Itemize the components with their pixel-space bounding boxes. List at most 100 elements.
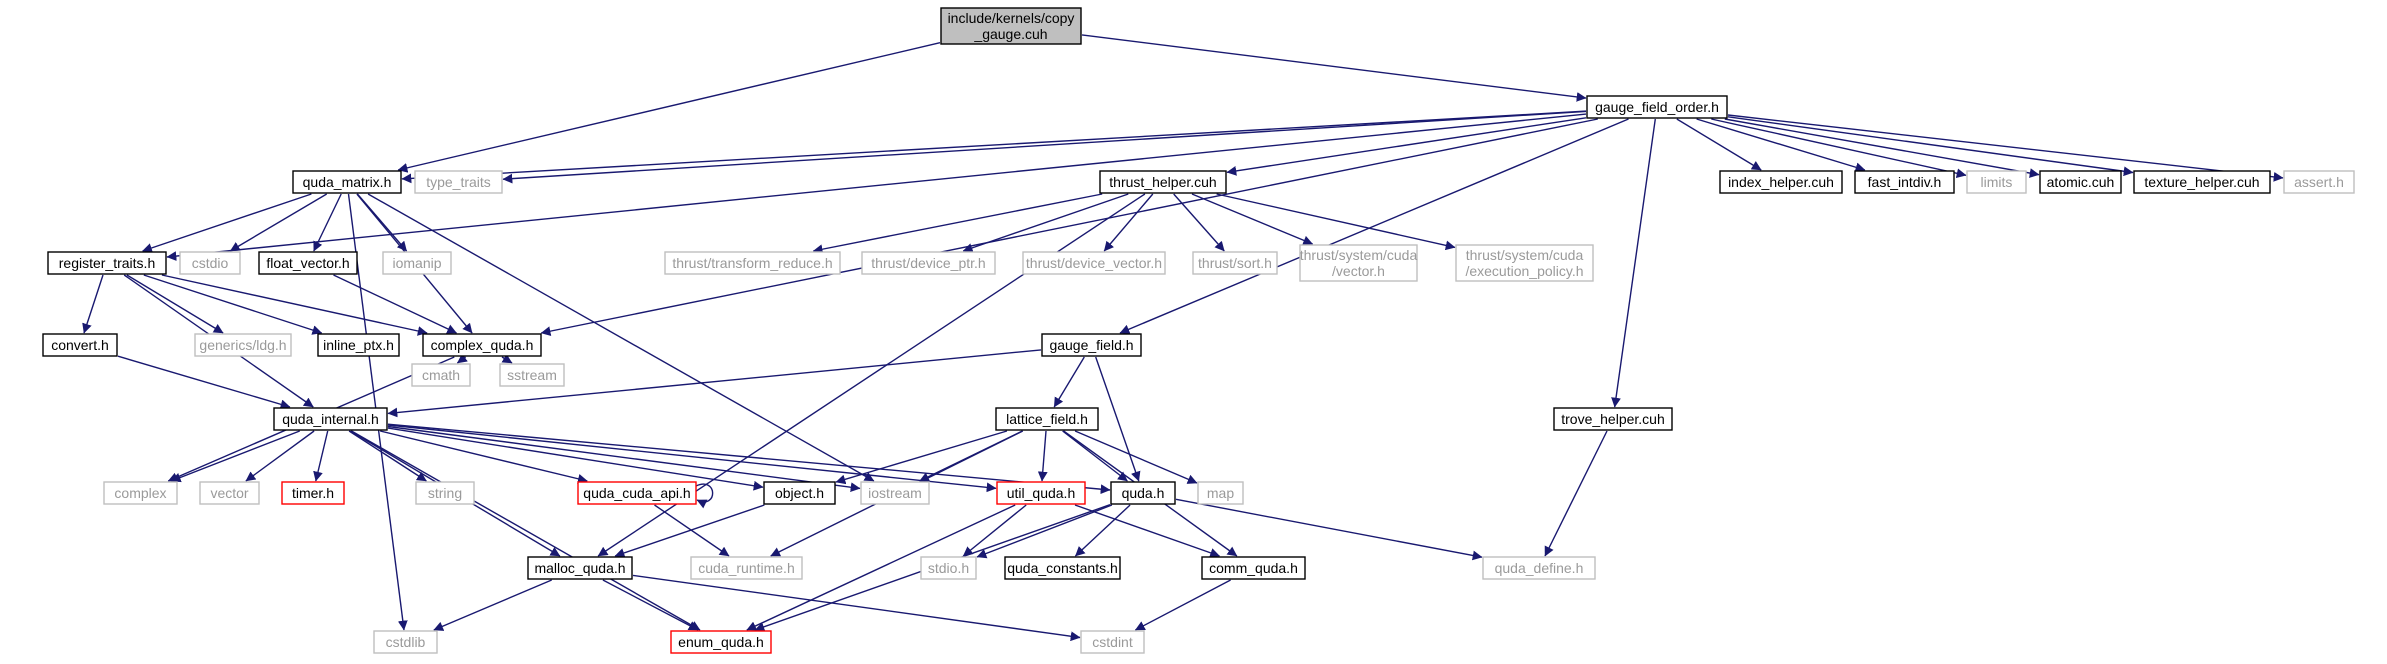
node-vector[interactable]: vector xyxy=(199,481,260,505)
node-cstdio[interactable]: cstdio xyxy=(179,251,241,275)
node-box xyxy=(317,333,400,357)
edge-gauge_field_order-to-gauge_field xyxy=(1119,118,1629,334)
node-type-traits[interactable]: type_traits xyxy=(414,170,503,194)
node-complex-quda[interactable]: complex_quda.h xyxy=(422,333,542,357)
edge-gauge_field_order-to-assert xyxy=(1727,114,2284,182)
node-trove-helper[interactable]: trove_helper.cuh xyxy=(1553,407,1673,431)
node-label: thrust/system/cuda xyxy=(1466,247,1584,263)
node-box xyxy=(415,481,475,505)
node-box xyxy=(1004,556,1121,580)
node-quda-matrix[interactable]: quda_matrix.h xyxy=(292,170,402,194)
edge-quda-to-quda_define xyxy=(1175,498,1483,561)
node-label: generics/ldg.h xyxy=(199,337,286,353)
node-box xyxy=(414,170,503,194)
node-box xyxy=(1197,481,1244,505)
node-box xyxy=(1041,333,1142,357)
node-fast-intdiv[interactable]: fast_intdiv.h xyxy=(1854,170,1955,194)
node-quda-constants[interactable]: quda_constants.h xyxy=(1004,556,1121,580)
node-limits[interactable]: limits xyxy=(1966,170,2027,194)
node-root[interactable]: include/kernels/copy_gauge.cuh xyxy=(940,7,1082,45)
node-texture-helper[interactable]: texture_helper.cuh xyxy=(2133,170,2271,194)
node-box xyxy=(258,251,358,275)
node-index-helper[interactable]: index_helper.cuh xyxy=(1719,170,1843,194)
edge-quda_internal-to-quda_cuda_api xyxy=(380,430,588,484)
edge-quda_internal-to-enum_quda xyxy=(351,430,701,631)
node-box xyxy=(103,481,178,505)
node-label: thrust_helper.cuh xyxy=(1109,174,1216,190)
node-box xyxy=(527,556,633,580)
node-label: quda_internal.h xyxy=(282,411,379,427)
node-atomic[interactable]: atomic.cuh xyxy=(2039,170,2122,194)
node-quda-internal[interactable]: quda_internal.h xyxy=(273,407,388,431)
node-object[interactable]: object.h xyxy=(763,481,836,505)
node-timer[interactable]: timer.h xyxy=(281,481,345,505)
node-cuda-vector[interactable]: thrust/system/cuda/vector.h xyxy=(1299,244,1418,282)
node-malloc-quda[interactable]: malloc_quda.h xyxy=(527,556,633,580)
node-stdio[interactable]: stdio.h xyxy=(920,556,977,580)
node-device-vector[interactable]: thrust/device_vector.h xyxy=(1022,251,1166,275)
edge-lattice_field-to-quda xyxy=(1062,430,1128,482)
node-cstdint[interactable]: cstdint xyxy=(1080,630,1145,654)
node-cstdlib[interactable]: cstdlib xyxy=(373,630,438,654)
edge-gauge_field_order-to-complex_quda xyxy=(540,118,1598,336)
node-box xyxy=(1299,244,1418,282)
node-map[interactable]: map xyxy=(1197,481,1244,505)
node-box xyxy=(194,333,292,357)
edge-gauge_field_order-to-index_helper xyxy=(1676,118,1762,171)
node-gauge-field[interactable]: gauge_field.h xyxy=(1041,333,1142,357)
node-device-ptr[interactable]: thrust/device_ptr.h xyxy=(861,251,996,275)
edge-comm_quda-to-cstdint xyxy=(1134,579,1231,631)
node-iostream[interactable]: iostream xyxy=(860,481,930,505)
node-iomanip[interactable]: iomanip xyxy=(382,251,452,275)
node-gauge-field-order[interactable]: gauge_field_order.h xyxy=(1586,95,1728,119)
node-register-traits[interactable]: register_traits.h xyxy=(47,251,167,275)
node-util-quda[interactable]: util_quda.h xyxy=(996,481,1086,505)
edge-thrust_helper-to-transform_reduce xyxy=(812,193,1103,255)
node-enum-quda[interactable]: enum_quda.h xyxy=(670,630,772,654)
node-complex[interactable]: complex xyxy=(103,481,178,505)
node-quda[interactable]: quda.h xyxy=(1110,481,1176,505)
edge-quda_matrix-to-register_traits xyxy=(142,193,312,253)
edge-util_quda-to-enum_quda xyxy=(746,504,1016,631)
node-box xyxy=(1553,407,1673,431)
node-thrust-sort[interactable]: thrust/sort.h xyxy=(1192,251,1278,275)
node-quda-cuda-api[interactable]: quda_cuda_api.h xyxy=(577,481,697,505)
edge-gauge_field_order-to-quda_matrix xyxy=(401,110,1587,184)
node-string[interactable]: string xyxy=(415,481,475,505)
edge-gauge_field-to-lattice_field xyxy=(1053,356,1085,408)
node-thrust-helper[interactable]: thrust_helper.cuh xyxy=(1099,170,1227,194)
node-quda-define[interactable]: quda_define.h xyxy=(1482,556,1596,580)
edge-thrust_helper-to-cuda_vector xyxy=(1191,193,1314,245)
node-cmath[interactable]: cmath xyxy=(411,363,471,387)
node-label: /vector.h xyxy=(1332,263,1385,279)
node-label: trove_helper.cuh xyxy=(1561,411,1665,427)
node-cuda-runtime[interactable]: cuda_runtime.h xyxy=(690,556,803,580)
edge-gauge_field_order-to-limits xyxy=(1711,118,1967,179)
edge-gauge_field_order-to-trove_helper xyxy=(1611,118,1656,408)
edge-util_quda-to-stdio xyxy=(962,504,1027,557)
edge-malloc_quda-to-cstdlib xyxy=(433,579,552,631)
node-float-vector[interactable]: float_vector.h xyxy=(258,251,358,275)
node-inline-ptx[interactable]: inline_ptx.h xyxy=(317,333,400,357)
node-convert[interactable]: convert.h xyxy=(42,333,118,357)
node-label: register_traits.h xyxy=(59,255,155,271)
node-transform-reduce[interactable]: thrust/transform_reduce.h xyxy=(664,251,841,275)
node-label: complex xyxy=(114,485,166,501)
edge-malloc_quda-to-enum_quda xyxy=(602,579,699,631)
node-box xyxy=(179,251,241,275)
node-label: lattice_field.h xyxy=(1006,411,1088,427)
node-box xyxy=(577,481,697,505)
node-box xyxy=(861,251,996,275)
node-box xyxy=(1966,170,2027,194)
node-box xyxy=(920,556,977,580)
node-lattice-field[interactable]: lattice_field.h xyxy=(995,407,1099,431)
edge-gauge_field_order-to-fast_intdiv xyxy=(1696,118,1866,172)
node-box xyxy=(281,481,345,505)
node-assert[interactable]: assert.h xyxy=(2283,170,2355,194)
node-comm-quda[interactable]: comm_quda.h xyxy=(1201,556,1306,580)
node-cuda-exec[interactable]: thrust/system/cuda/execution_policy.h xyxy=(1455,244,1594,282)
node-box xyxy=(422,333,542,357)
edge-complex_quda-to-cmath xyxy=(456,353,468,364)
node-sstream[interactable]: sstream xyxy=(499,363,565,387)
node-generics-ldg[interactable]: generics/ldg.h xyxy=(194,333,292,357)
